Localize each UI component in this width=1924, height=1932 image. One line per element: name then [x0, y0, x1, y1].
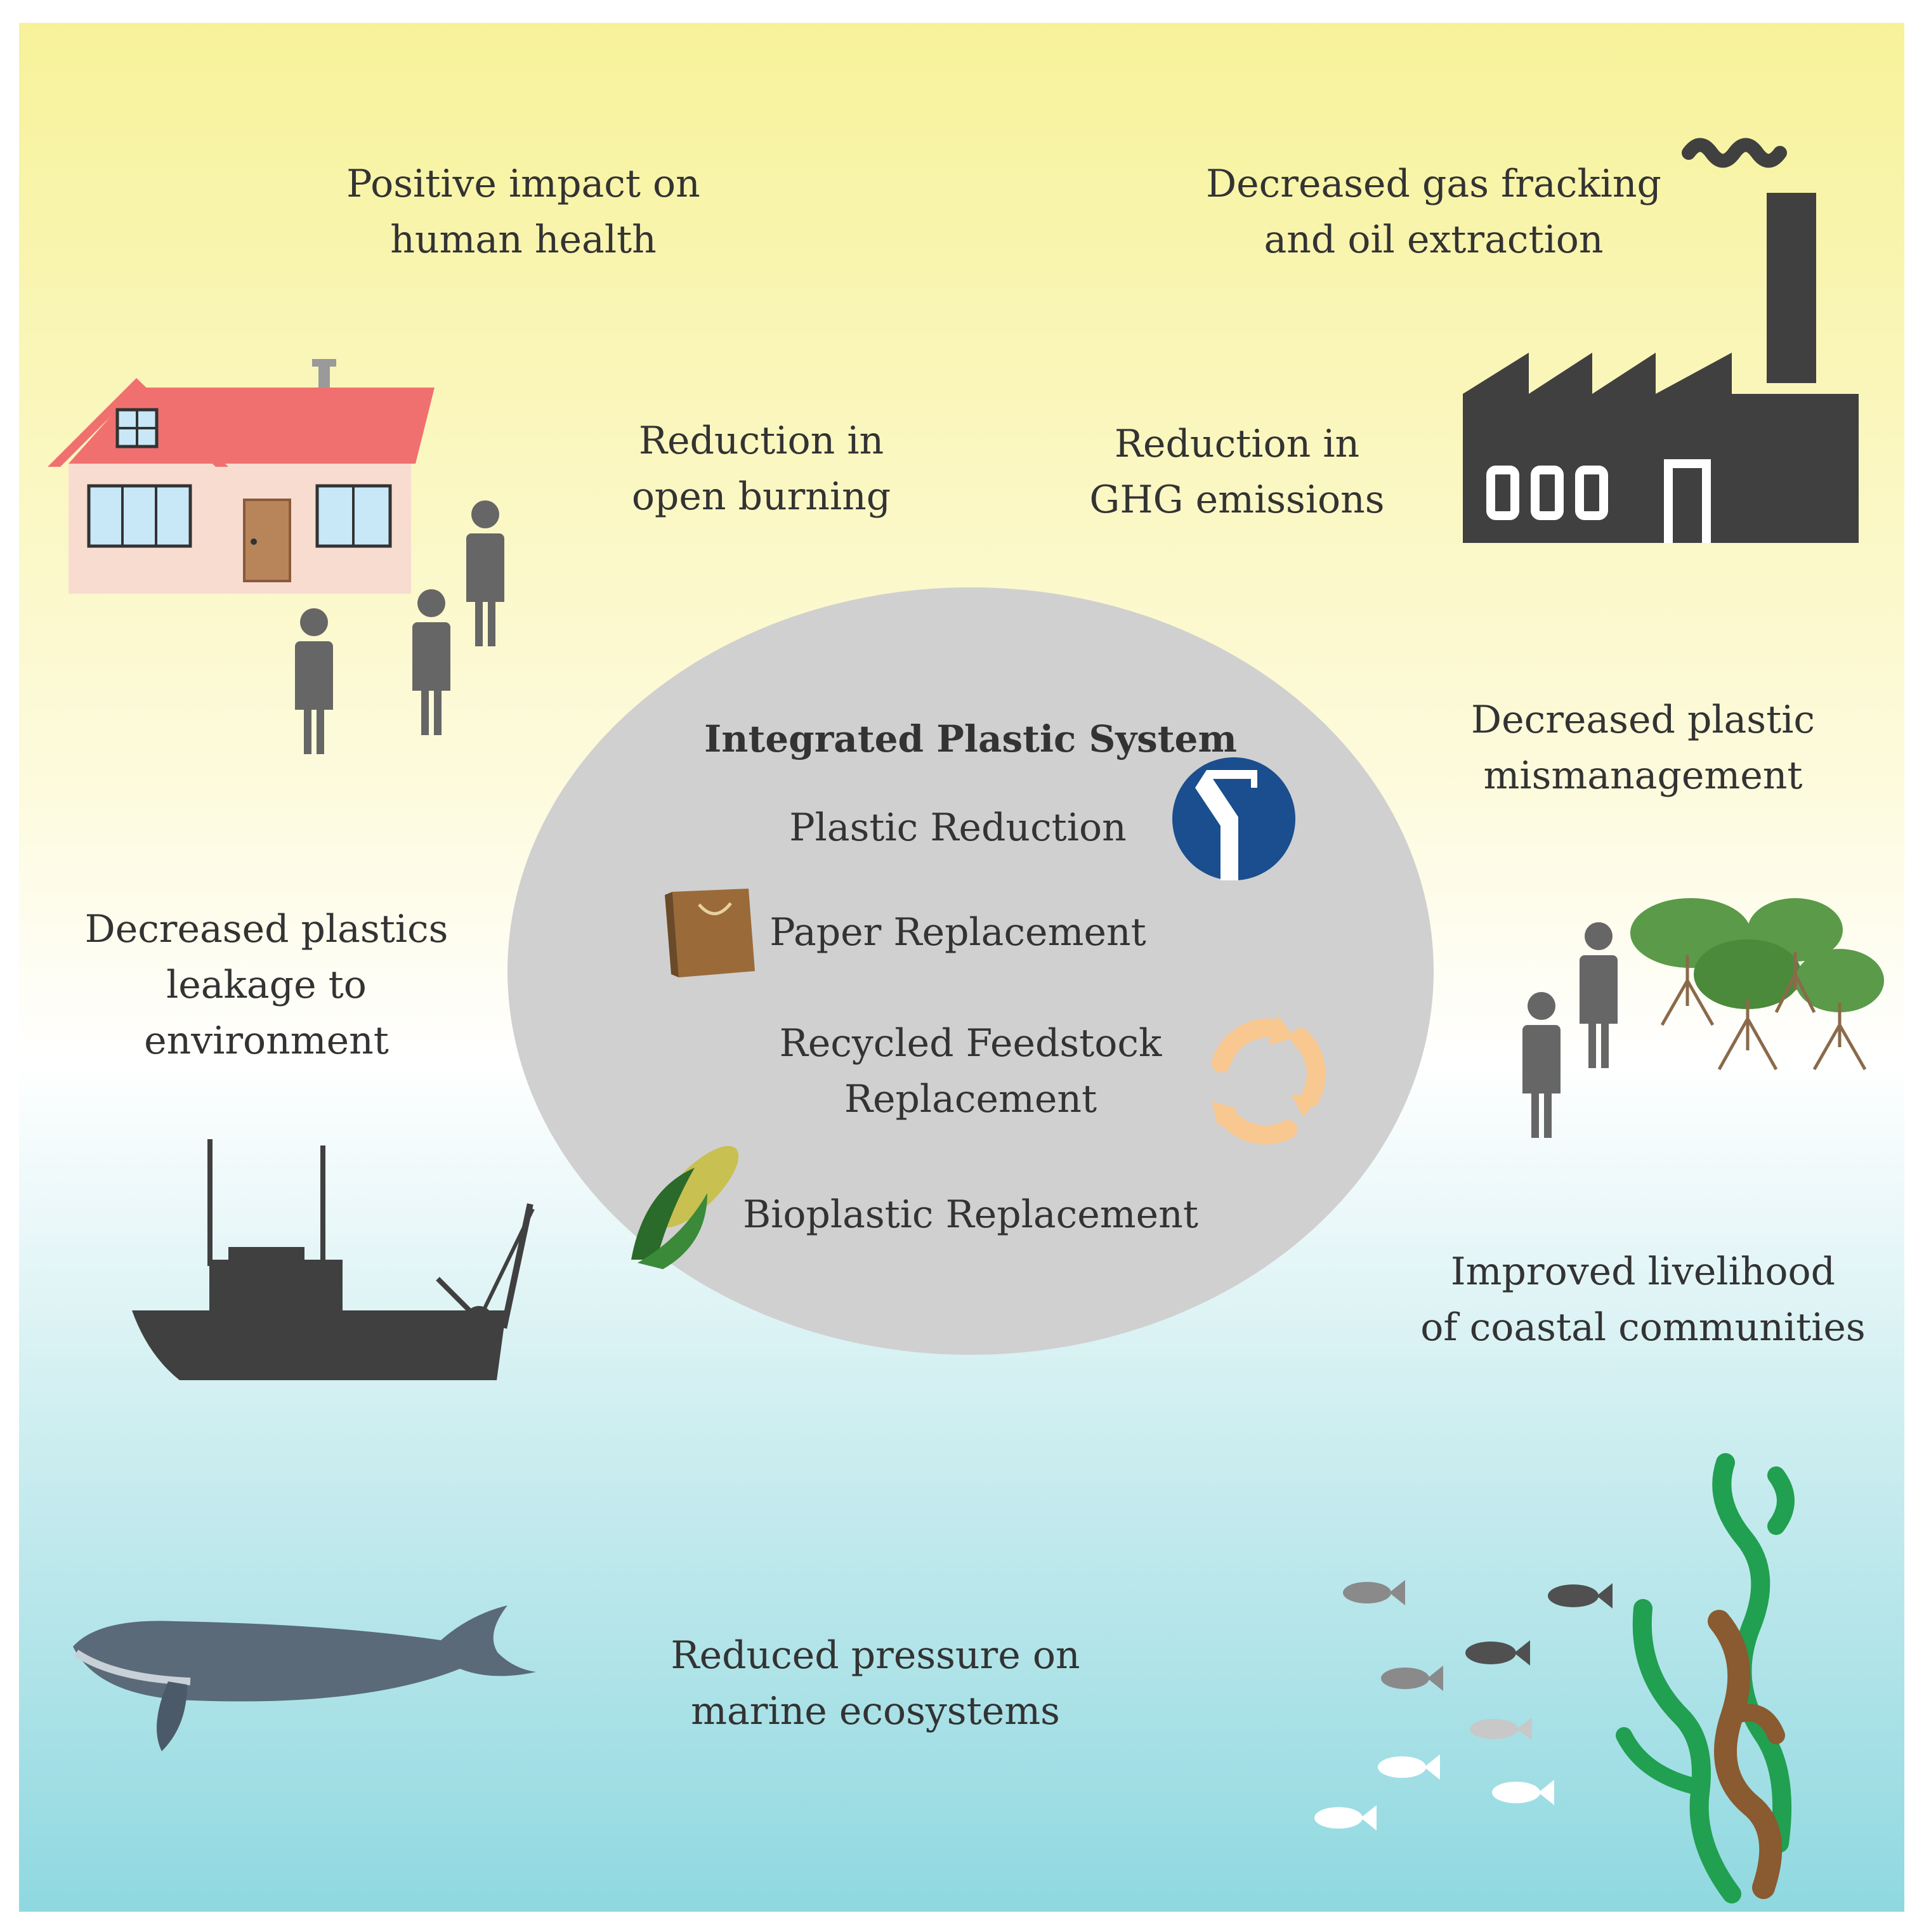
person-icon [412, 589, 450, 735]
whale-icon [73, 1605, 536, 1751]
recycle-icon [1212, 1015, 1326, 1145]
seaweed-icon [1616, 1453, 1795, 1903]
illustrations [48, 138, 1884, 1903]
person-icon [1580, 922, 1618, 1068]
paper-bag-icon [665, 889, 755, 977]
center-item-bioplastic-replacement: Bioplastic Replacement [743, 1192, 1198, 1237]
mangrove-tree-icon [1630, 898, 1884, 1071]
person-icon [466, 500, 504, 646]
center-item-plastic-reduction: Plastic Reduction [789, 806, 1127, 850]
fish-icon [1314, 1580, 1613, 1831]
person-icon [295, 608, 333, 754]
center-title: Integrated Plastic System [704, 717, 1237, 760]
house-icon [48, 359, 435, 594]
corn-icon [631, 1145, 739, 1269]
factory-icon [1463, 138, 1859, 543]
fishing-boat-icon [132, 1139, 535, 1380]
person-icon [1522, 992, 1561, 1138]
center-item-paper-replacement: Paper Replacement [769, 910, 1146, 955]
water-tap-icon [1172, 757, 1295, 880]
